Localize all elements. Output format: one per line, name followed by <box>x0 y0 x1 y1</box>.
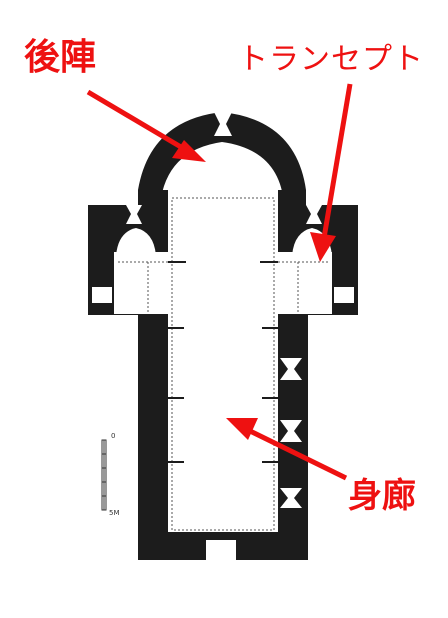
nave-arrow-line <box>246 427 348 481</box>
pilasters <box>168 261 278 463</box>
scale-label-top: 0 <box>111 432 116 440</box>
apse-label: 後陣 <box>24 37 97 78</box>
transept-label: トランセプト <box>238 42 424 77</box>
transept-arrow-line <box>321 83 353 239</box>
nave-label: 身廊 <box>348 476 416 516</box>
right-transept-top-window <box>306 205 322 224</box>
crossing-right <box>278 190 296 210</box>
nave-left-wall <box>138 300 168 560</box>
apse-arrow-head <box>172 140 206 162</box>
transept-arrow-head <box>310 232 336 262</box>
vault-lines <box>118 197 330 531</box>
nave-interior <box>168 195 278 532</box>
apse-interior <box>168 148 278 205</box>
nave-window-2 <box>280 420 302 442</box>
nave-window-3 <box>280 488 302 508</box>
crossing-left <box>150 190 168 210</box>
scale-label-bottom: 5M <box>109 509 120 517</box>
nave-window-1 <box>280 358 302 380</box>
west-door <box>206 540 236 560</box>
left-transept-niche <box>116 228 156 256</box>
left-transept-interior <box>114 252 168 314</box>
right-transept-interior <box>278 252 332 314</box>
left-transept-window <box>92 287 112 303</box>
apse-window <box>214 112 232 136</box>
windows <box>126 112 322 508</box>
apse-wall <box>138 112 306 205</box>
nave-arrow-head <box>226 418 258 440</box>
left-transept-top-window <box>126 205 142 224</box>
right-transept-window <box>334 287 354 303</box>
scale-bar <box>101 439 107 511</box>
annotation-arrows <box>86 83 353 481</box>
apse-arrow-line <box>86 89 188 153</box>
